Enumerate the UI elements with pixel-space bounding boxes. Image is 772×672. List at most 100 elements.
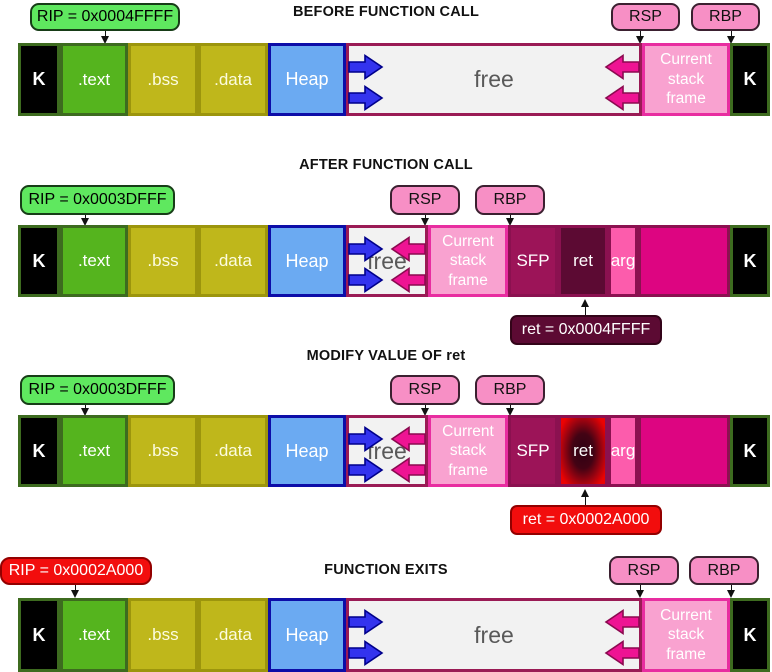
segment-free: free <box>346 43 642 116</box>
segment-label: .data <box>214 251 252 270</box>
segment-free: free <box>346 415 428 487</box>
rsp-pointer-arrow-icon <box>635 585 644 598</box>
segment-label: .bss <box>147 251 179 270</box>
segment-current-stack-frame: Current stack frame <box>428 225 508 297</box>
rbp-pointer-arrow-icon <box>505 405 514 416</box>
segment-k: K <box>18 43 60 116</box>
segment-label: Current stack frame <box>660 51 712 108</box>
segment-text: .text <box>60 598 128 672</box>
heap-growth-arrow-icon <box>348 609 384 635</box>
segment-label: .text <box>77 69 111 89</box>
segment-label: .data <box>214 441 252 460</box>
heap-growth-arrow-icon <box>348 640 384 666</box>
rbp-register-box: RBP <box>689 556 759 585</box>
rbp-register-box: RBP <box>475 375 545 405</box>
segment-k: K <box>730 43 770 116</box>
memory-bar: K .text .bss .data Heap free Current stack fra… <box>18 415 770 487</box>
rsp-pointer-arrow-icon <box>420 215 429 226</box>
rbp-register-box: RBP <box>475 185 545 215</box>
rsp-register-box: RSP <box>390 375 460 405</box>
segment-label: SFP <box>516 441 550 460</box>
heap-growth-arrow-icon <box>348 267 384 293</box>
segment-k: K <box>18 415 60 487</box>
rsp-register-box: RSP <box>609 556 679 585</box>
segment-allocated <box>638 225 730 297</box>
segment-label: K <box>743 69 757 89</box>
ret-pointer-arrow-icon <box>580 489 589 505</box>
segment-label: Heap <box>285 440 329 461</box>
memory-bar: K .text .bss.data Heap free Current stack fra… <box>18 598 770 672</box>
segment-heap: Heap <box>268 598 346 672</box>
segment-free: free <box>346 598 642 672</box>
segment-bss: .bss <box>128 598 198 672</box>
segment-label: .text <box>77 441 111 460</box>
segment-label: .bss <box>147 69 179 89</box>
rip-pointer-arrow-icon <box>80 215 89 226</box>
segment-data: .data <box>198 415 268 487</box>
stack-growth-arrow-icon <box>604 640 640 666</box>
rip-pointer-arrow-icon <box>80 405 89 416</box>
rip-pointer-arrow-icon <box>100 31 109 44</box>
rip-register-box: RIP = 0x0003DFFF <box>20 185 175 215</box>
stack-growth-arrow-icon <box>604 85 640 111</box>
segment-heap: Heap <box>268 415 346 487</box>
segment-label: K <box>743 250 757 271</box>
segment-label: K <box>32 624 46 645</box>
stack-growth-arrow-icon <box>390 457 426 483</box>
segment-arg: arg <box>608 225 638 297</box>
segment-label: Heap <box>285 250 329 271</box>
segment-k: K <box>18 598 60 672</box>
heap-growth-arrow-icon <box>348 236 384 262</box>
segment-heap: Heap <box>268 43 346 116</box>
segment-current-stack-frame: Current stack frame <box>428 415 508 487</box>
segment-heap: Heap <box>268 225 346 297</box>
segment-sfp: SFP <box>508 225 558 297</box>
segment-allocated <box>638 415 730 487</box>
stage-title: MODIFY VALUE OF ret <box>306 348 466 364</box>
heap-growth-arrow-icon <box>348 54 384 80</box>
segment-arg: arg <box>608 415 638 487</box>
rbp-pointer-arrow-icon <box>726 31 735 44</box>
segment-ret: ret <box>558 225 608 297</box>
segment-data: .data <box>198 598 268 672</box>
rsp-pointer-arrow-icon <box>420 405 429 416</box>
ret-pointer-arrow-icon <box>580 299 589 315</box>
segment-bss: .bss <box>128 225 198 297</box>
rsp-pointer-arrow-icon <box>635 31 644 44</box>
segment-bss: .bss <box>128 43 198 116</box>
segment-label: free <box>474 621 514 648</box>
segment-label: Current stack frame <box>442 422 494 479</box>
heap-growth-arrow-icon <box>348 457 384 483</box>
stage-title: AFTER FUNCTION CALL <box>299 157 473 173</box>
rbp-pointer-arrow-icon <box>505 215 514 226</box>
segment-label: free <box>474 66 514 92</box>
segment-label: .text <box>77 625 111 644</box>
segment-label: SFP <box>516 251 550 270</box>
segment-current-stack-frame: Current stack frame <box>642 43 730 116</box>
segment-label: .data <box>214 69 252 89</box>
segment-label: Heap <box>285 624 329 645</box>
segment-label: K <box>743 624 757 645</box>
rsp-register-box: RSP <box>611 3 680 31</box>
segment-label: K <box>743 440 757 461</box>
segment-text: .text <box>60 415 128 487</box>
stack-growth-arrow-icon <box>390 426 426 452</box>
segment-label: ret <box>573 441 593 460</box>
segment-label: Current stack frame <box>660 606 712 663</box>
rbp-register-box: RBP <box>691 3 760 31</box>
stack-growth-arrow-icon <box>390 267 426 293</box>
segment-k: K <box>18 225 60 297</box>
rip-register-box: RIP = 0x0004FFFF <box>30 3 180 31</box>
segment-data: .data <box>198 225 268 297</box>
segment-label: arg <box>610 251 636 270</box>
segment-current-stack-frame: Current stack frame <box>642 598 730 672</box>
segment-label: .bss <box>147 441 179 460</box>
segment-k: K <box>730 225 770 297</box>
segment-label: Heap <box>285 69 329 89</box>
segment-text: .text <box>60 43 128 116</box>
segment-data: .data <box>198 43 268 116</box>
segment-free: free <box>346 225 428 297</box>
segment-ret: ret <box>558 415 608 487</box>
